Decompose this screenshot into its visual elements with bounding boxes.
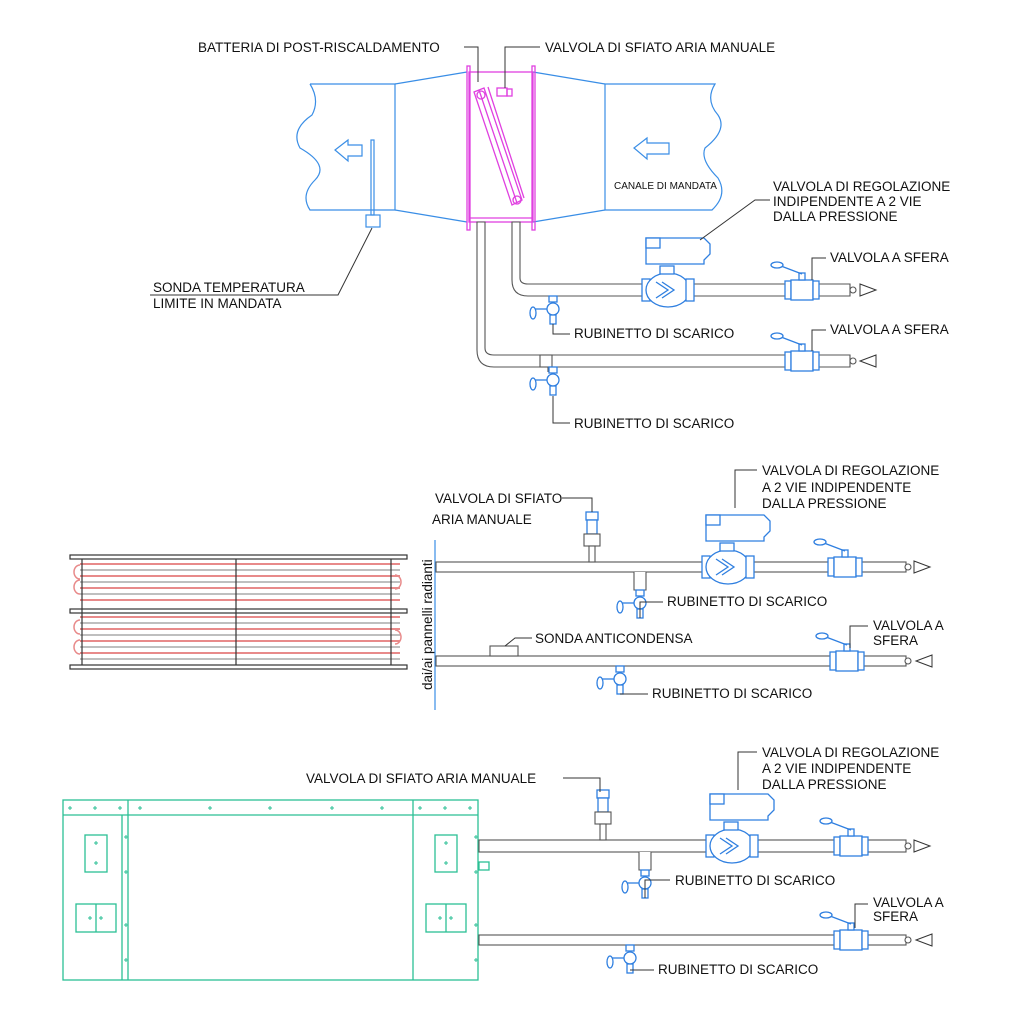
temperature-sensor xyxy=(365,214,381,228)
section-post-heating: CANALE DI MANDATA SONDA TEMPERATURA LIMI… xyxy=(150,40,950,431)
vent-label: VALVOLA DI SFIATO ARIA MANUALE xyxy=(306,771,536,786)
drain-tap-return[interactable] xyxy=(596,665,627,695)
drain-return-label: RUBINETTO DI SCARICO xyxy=(652,686,812,701)
drain-tap-return[interactable] xyxy=(529,366,560,396)
control-valve-label-3: DALLA PRESSIONE xyxy=(762,777,887,792)
vent-label-1: VALVOLA DI SFIATO xyxy=(435,491,562,506)
air-vent[interactable] xyxy=(583,511,601,563)
drain-tap-supply[interactable] xyxy=(529,295,560,325)
flow-out-arrow-icon xyxy=(913,839,932,853)
control-valve xyxy=(705,793,775,864)
flow-out-arrow-icon xyxy=(859,283,878,297)
panels-label: dai/ai pannelli radianti xyxy=(420,559,435,690)
duct-transition-left xyxy=(394,71,468,223)
fan-coil-unit xyxy=(62,799,490,981)
ball-valve-return-label-2: SFERA xyxy=(873,909,918,924)
duct-right xyxy=(604,83,723,211)
control-valve xyxy=(701,514,771,585)
control-valve-label-1: VALVOLA DI REGOLAZIONE xyxy=(762,745,939,760)
air-vent[interactable] xyxy=(594,789,612,841)
drain-supply-label: RUBINETTO DI SCARICO xyxy=(574,326,734,341)
duct-left xyxy=(296,83,396,211)
drain-return-label: RUBINETTO DI SCARICO xyxy=(658,962,818,977)
drain-tap-supply[interactable] xyxy=(616,589,647,619)
control-valve-label-1: VALVOLA DI REGOLAZIONE xyxy=(773,179,950,194)
drain-tap-return[interactable] xyxy=(606,944,637,974)
control-valve xyxy=(641,237,711,308)
coil-label: BATTERIA DI POST-RISCALDAMENTO xyxy=(198,40,440,55)
sensor-label: SONDA ANTICONDENSA xyxy=(535,631,693,646)
flow-in-arrow-icon xyxy=(914,933,933,947)
airflow-arrow-right-icon xyxy=(633,136,670,161)
flow-in-arrow-icon xyxy=(858,354,877,368)
airflow-arrow-left-icon xyxy=(334,138,363,163)
drain-supply-label: RUBINETTO DI SCARICO xyxy=(675,873,835,888)
control-valve-label-2: INDIPENDENTE A 2 VIE xyxy=(773,194,922,209)
control-valve-label-2: A 2 VIE INDIPENDENTE xyxy=(762,761,911,776)
ball-valve-return-label-2: SFERA xyxy=(873,633,918,648)
control-valve-label-3: DALLA PRESSIONE xyxy=(773,209,898,224)
drain-return-label: RUBINETTO DI SCARICO xyxy=(574,416,734,431)
sensor-label-2: LIMITE IN MANDATA xyxy=(153,296,282,311)
ball-valve-return-label-1: VALVOLA A xyxy=(873,618,944,633)
vent-label-2: ARIA MANUALE xyxy=(432,512,532,527)
vent-label: VALVOLA DI SFIATO ARIA MANUALE xyxy=(545,40,775,55)
return-pipe xyxy=(476,221,851,368)
drain-supply-label: RUBINETTO DI SCARICO xyxy=(667,594,827,609)
control-valve-label-1: VALVOLA DI REGOLAZIONE xyxy=(762,463,939,478)
duct-label: CANALE DI MANDATA xyxy=(614,181,717,192)
sensor-label-1: SONDA TEMPERATURA xyxy=(153,280,305,295)
flow-in-arrow-icon xyxy=(914,654,933,668)
radiant-panel xyxy=(69,554,408,670)
section-radiant-panels: dai/ai pannelli radianti SONDA ANTICONDE… xyxy=(69,463,944,710)
ball-valve-return-label-1: VALVOLA A xyxy=(873,895,944,910)
anti-condensation-sensor xyxy=(489,645,519,657)
ball-valve-supply-label: VALVOLA A SFERA xyxy=(830,250,949,265)
section-fan-coil: VALVOLA DI SFIATO ARIA MANUALE VALVOLA D… xyxy=(62,745,944,981)
control-valve-label-3: DALLA PRESSIONE xyxy=(762,496,887,511)
duct-transition-right xyxy=(532,71,606,223)
control-valve-label-2: A 2 VIE INDIPENDENTE xyxy=(762,480,911,495)
drain-tap-supply[interactable] xyxy=(621,869,652,899)
flow-out-arrow-icon xyxy=(913,560,932,574)
ball-valve-return-label: VALVOLA A SFERA xyxy=(830,322,949,337)
temperature-sensor-rod xyxy=(370,139,375,216)
post-heating-coil xyxy=(466,65,536,231)
